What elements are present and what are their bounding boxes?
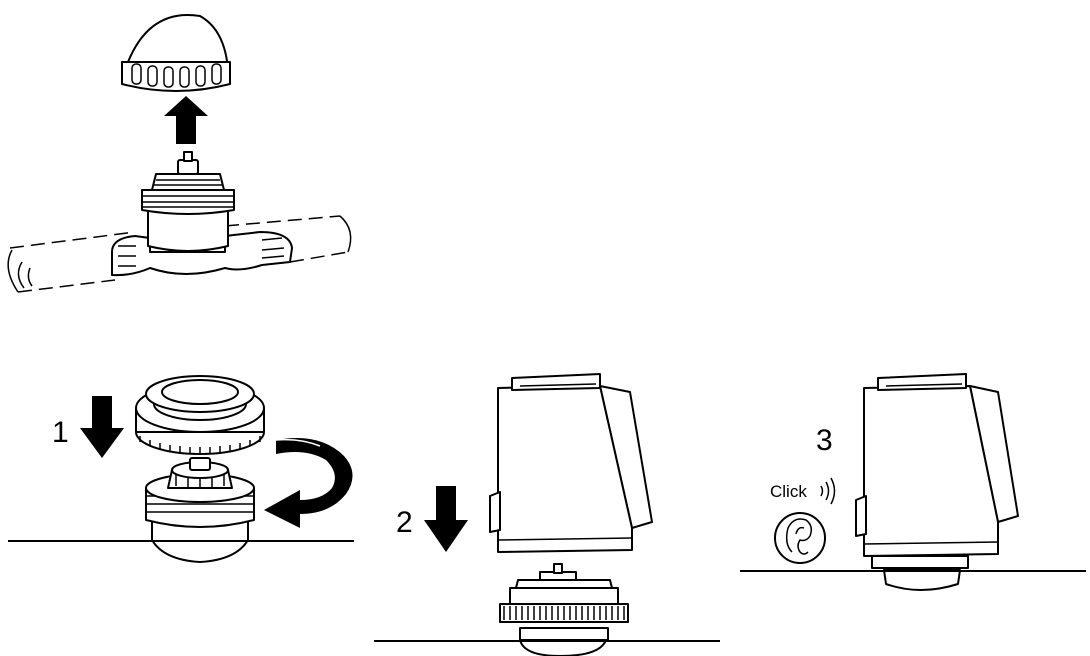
step-3-number: 3: [816, 424, 833, 457]
adapter-ring: [136, 376, 264, 454]
thermostatic-actuator-3: [856, 374, 1018, 590]
down-arrow-icon: [80, 396, 124, 458]
valve-cap: [122, 15, 230, 91]
down-arrow-icon: [424, 486, 468, 552]
up-arrow-icon: [164, 96, 208, 144]
valve-base-1: [146, 458, 254, 562]
radiator-valve: [8, 152, 351, 292]
step-1-number: 1: [52, 416, 69, 449]
thermostatic-actuator-2: [490, 374, 652, 552]
click-label: Click: [770, 482, 807, 501]
sound-waves-icon: [821, 478, 835, 504]
ear-icon: [775, 513, 825, 563]
step-2-number: 2: [396, 506, 413, 539]
valve-base-2: [500, 564, 628, 656]
clockwise-rotate-arrow-icon: [264, 438, 353, 528]
